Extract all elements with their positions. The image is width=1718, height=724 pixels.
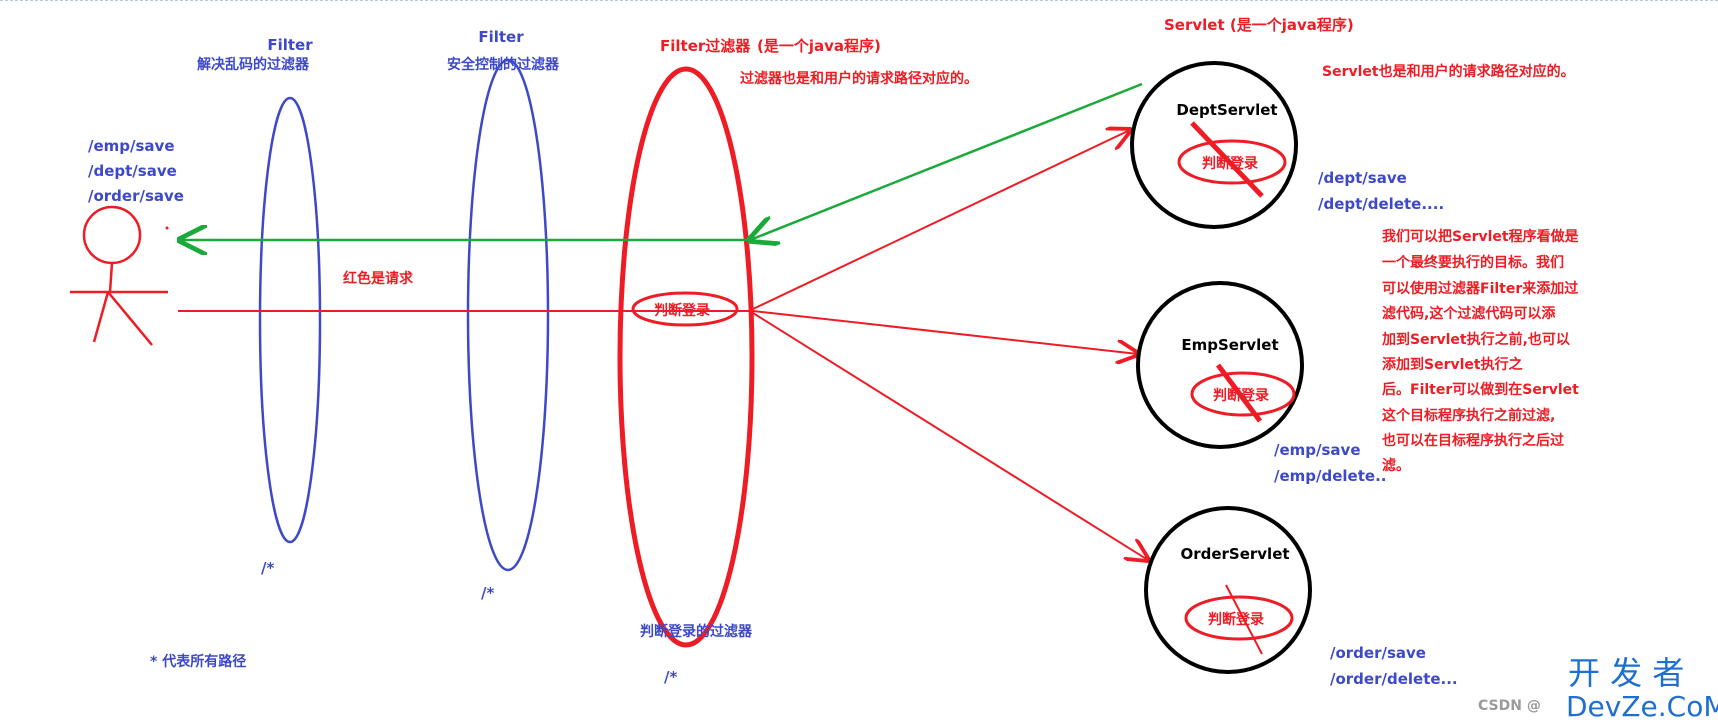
order-servlet-inner-label: 判断登录 xyxy=(1208,611,1264,628)
order-servlet-inner-ellipse xyxy=(1184,595,1294,641)
encoding-filter-title: Filter xyxy=(267,36,313,54)
order-servlet-path-1: /order/delete... xyxy=(1330,670,1458,688)
user-head xyxy=(82,205,142,265)
order-servlet-strike xyxy=(1225,584,1263,655)
explanation-line-6: 后。Filter可以做到在Servlet xyxy=(1382,381,1579,398)
order-servlet: OrderServlet 判断登录 /order/save /order/del… xyxy=(1144,506,1458,688)
login-filter: 判断登录 Filter过滤器 (是一个java程序) 过滤器也是和用户的请求路径… xyxy=(617,37,978,686)
login-filter-path: /* xyxy=(664,668,677,686)
top-dashed-border xyxy=(0,0,1718,3)
explanation-text: 我们可以把Servlet程序看做是 一个最终要执行的目标。我们 可以使用过滤器F… xyxy=(1381,228,1580,474)
response-green-arrow-to-filter xyxy=(750,82,1143,240)
watermark-csdn: CSDN @ xyxy=(1478,698,1541,714)
dept-servlet-inner-ellipse xyxy=(1177,139,1287,185)
explanation-line-4: 加到Servlet执行之前,也可以 xyxy=(1381,331,1570,348)
security-filter-subtitle: 安全控制的过滤器 xyxy=(447,56,560,73)
emp-servlet-path-1: /emp/delete.. xyxy=(1274,467,1386,485)
encoding-filter-path: /* xyxy=(261,559,274,577)
user-neck xyxy=(108,262,114,293)
dept-servlet: DeptServlet 判断登录 /dept/save /dept/delete… xyxy=(1130,61,1444,229)
explanation-line-3: 滤代码,这个过滤代码可以添 xyxy=(1382,305,1556,322)
user-path-2: /order/save xyxy=(88,187,184,205)
emp-servlet-circle xyxy=(1136,281,1304,449)
servlet-header-title: Servlet (是一个java程序) xyxy=(1164,16,1354,34)
security-filter-title: Filter xyxy=(478,28,524,46)
arrow-to-order-servlet xyxy=(752,312,1148,560)
emp-servlet-path-0: /emp/save xyxy=(1274,441,1361,459)
user-path-0: /emp/save xyxy=(88,137,175,155)
dept-servlet-name: DeptServlet xyxy=(1176,101,1277,119)
watermark: CSDN @ 开 发 者 DevZe.CoM xyxy=(1478,654,1718,723)
explanation-line-8: 也可以在目标程序执行之后过 xyxy=(1382,432,1564,449)
watermark-logo-top: 开 发 者 xyxy=(1568,654,1684,692)
encoding-filter-subtitle: 解决乱码的过滤器 xyxy=(197,56,310,73)
order-servlet-name: OrderServlet xyxy=(1180,545,1289,563)
emp-servlet: EmpServlet 判断登录 /emp/save /emp/delete.. xyxy=(1136,281,1386,485)
servlet-header-note: Servlet也是和用户的请求路径对应的。 xyxy=(1322,63,1575,80)
explanation-line-5: 添加到Servlet执行之 xyxy=(1382,356,1523,373)
arrow-to-dept-servlet xyxy=(752,130,1130,310)
request-label: 红色是请求 xyxy=(343,270,414,287)
user-stick-figure xyxy=(70,205,169,346)
emp-servlet-name: EmpServlet xyxy=(1181,336,1278,354)
user-path-1: /dept/save xyxy=(88,162,177,180)
dept-servlet-path-0: /dept/save xyxy=(1318,169,1407,187)
dept-servlet-circle xyxy=(1130,61,1298,229)
emp-servlet-strike xyxy=(1216,363,1262,423)
login-filter-ellipse xyxy=(617,66,755,648)
encoding-filter-ellipse xyxy=(258,96,322,544)
encoding-filter: Filter 解决乱码的过滤器 /* xyxy=(197,36,322,577)
explanation-line-7: 这个目标程序执行之前过滤, xyxy=(1382,407,1555,424)
user-right-leg xyxy=(107,291,153,346)
dept-servlet-path-1: /dept/delete.... xyxy=(1318,195,1444,213)
dept-servlet-strike xyxy=(1190,121,1264,198)
explanation-line-2: 可以使用过滤器Filter来添加过 xyxy=(1382,280,1578,297)
security-filter-path: /* xyxy=(481,584,494,602)
security-filter-ellipse xyxy=(466,58,550,572)
order-servlet-path-0: /order/save xyxy=(1330,644,1426,662)
star-path-note: * 代表所有路径 xyxy=(150,653,246,670)
explanation-line-0: 我们可以把Servlet程序看做是 xyxy=(1382,228,1580,245)
login-filter-bottom-label: 判断登录的过滤器 xyxy=(640,623,753,640)
login-filter-java-note: (是一个java程序) xyxy=(757,37,881,55)
security-filter: Filter 安全控制的过滤器 /* xyxy=(447,28,560,602)
user-dot xyxy=(165,226,169,230)
login-filter-inner-ellipse xyxy=(631,291,739,327)
login-filter-title: Filter过滤器 xyxy=(660,37,751,55)
watermark-logo-bottom: DevZe.CoM xyxy=(1566,690,1718,723)
login-filter-path-note: 过滤器也是和用户的请求路径对应的。 xyxy=(740,70,978,87)
explanation-line-1: 一个最终要执行的目标。我们 xyxy=(1382,254,1564,271)
order-servlet-circle xyxy=(1144,506,1312,674)
user-left-leg xyxy=(92,291,110,343)
emp-servlet-inner-ellipse xyxy=(1190,371,1296,417)
arrow-to-emp-servlet xyxy=(752,310,1138,354)
explanation-line-9: 滤。 xyxy=(1382,457,1410,474)
